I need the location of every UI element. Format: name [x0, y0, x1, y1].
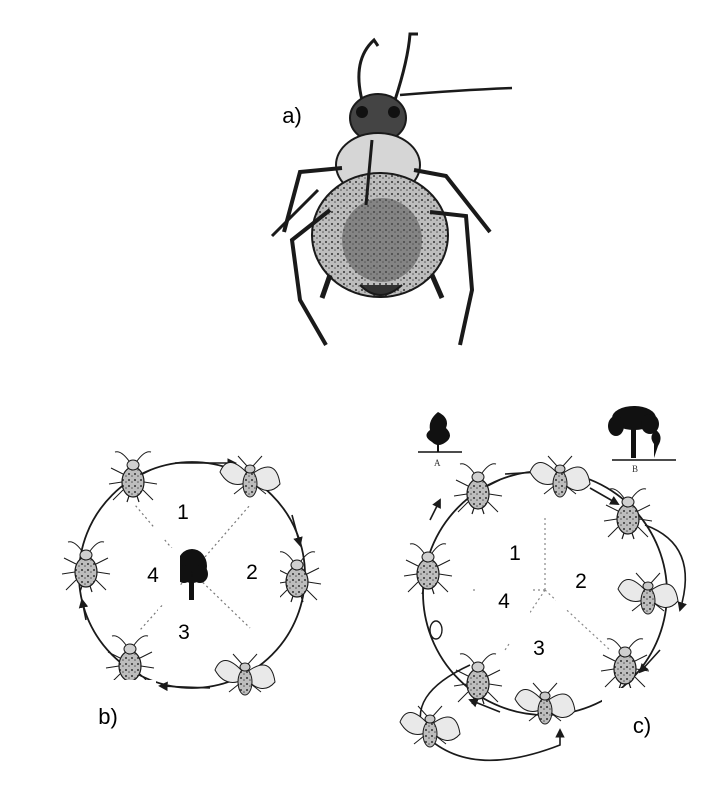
tree-icon [608, 406, 676, 460]
host-b-label: B [632, 464, 638, 474]
panel-b-label: b) [60, 680, 156, 754]
egg-icon [430, 621, 442, 639]
shrub-icon [418, 412, 462, 452]
cycle-b-stage-2: 2 [224, 545, 280, 601]
cycle-b-stage-1: 1 [154, 487, 212, 539]
cycle-b-stage-4: 4 [126, 548, 180, 604]
panel-c-label: c) [602, 688, 682, 764]
host-a-label: A [434, 458, 441, 468]
tree-icon [176, 549, 208, 600]
cycle-c-stage-1: 1 [488, 528, 542, 580]
cycle-b-stage-3: 3 [158, 607, 210, 659]
cycle-c-stage-2: 2 [556, 555, 606, 609]
cycle-c-stage-4: 4 [478, 578, 530, 626]
cycle-c-stage-3: 3 [510, 620, 568, 678]
panel-a-label: a) [250, 78, 334, 154]
